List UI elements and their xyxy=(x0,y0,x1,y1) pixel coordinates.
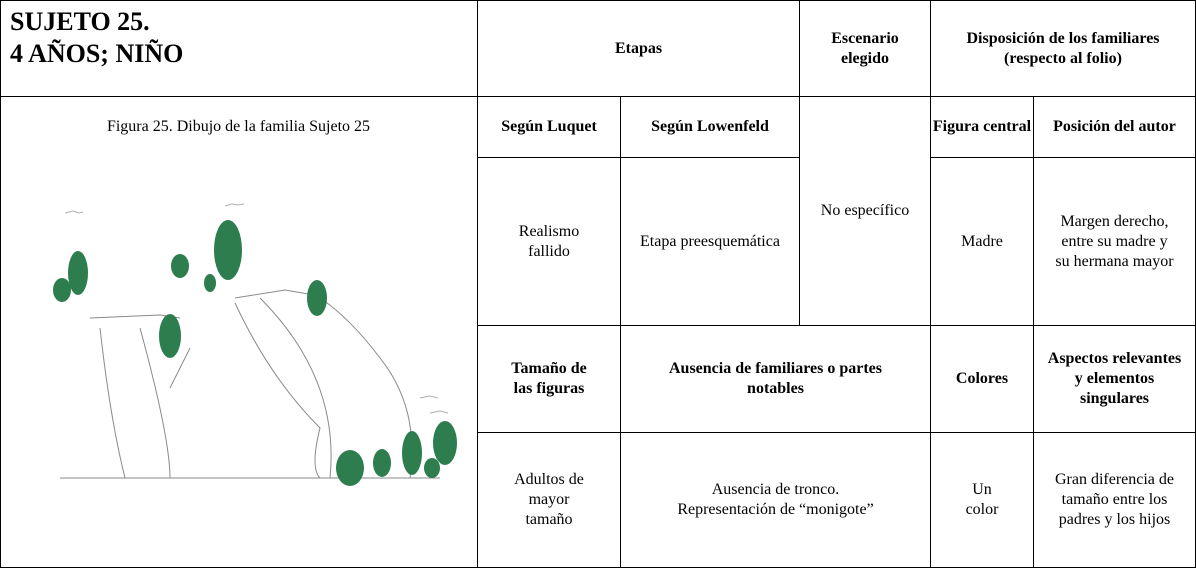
subheader-figura-central: Figura central xyxy=(932,118,1032,135)
header-etapas: Etapas xyxy=(614,39,663,57)
subheader-lowenfeld: Según Lowenfeld xyxy=(651,118,769,135)
header-tamano: Tamaño de las figuras xyxy=(511,360,587,397)
title-line-1: SUJETO 25. xyxy=(10,7,150,36)
header-escenario: Escenario elegido xyxy=(831,29,899,67)
value-tamano: Adultos de mayor tamaño xyxy=(514,471,584,528)
subheader-posicion-autor: Posición del autor xyxy=(1053,118,1176,135)
value-aspectos: Gran diferencia de tamaño entre los padr… xyxy=(1054,471,1175,528)
subheader-luquet: Según Luquet xyxy=(501,118,597,135)
value-luquet: Realismo fallido xyxy=(518,222,580,260)
value-colores: Un color xyxy=(965,481,999,518)
value-figura-central: Madre xyxy=(961,232,1003,250)
title-line-2: 4 AÑOS; NIÑO xyxy=(10,39,184,68)
value-ausencia: Ausencia de tronco. Representación de “m… xyxy=(677,481,874,518)
value-posicion-autor: Margen derecho, entre su madre y su herm… xyxy=(1055,212,1174,270)
value-lowenfeld: Etapa preesquemática xyxy=(640,232,780,250)
value-escenario: No específico xyxy=(820,202,910,219)
header-disposicion: Disposición de los familiares (respecto … xyxy=(966,29,1160,67)
family-drawing-image xyxy=(20,178,465,493)
page-title: SUJETO 25. 4 AÑOS; NIÑO xyxy=(10,6,183,70)
figure-caption: Figura 25. Dibujo de la familia Sujeto 2… xyxy=(106,118,371,135)
header-colores: Colores xyxy=(955,370,1009,387)
header-ausencia: Ausencia de familiares o partes notables xyxy=(668,360,882,397)
header-aspectos: Aspectos relevantes y elementos singular… xyxy=(1047,350,1182,407)
